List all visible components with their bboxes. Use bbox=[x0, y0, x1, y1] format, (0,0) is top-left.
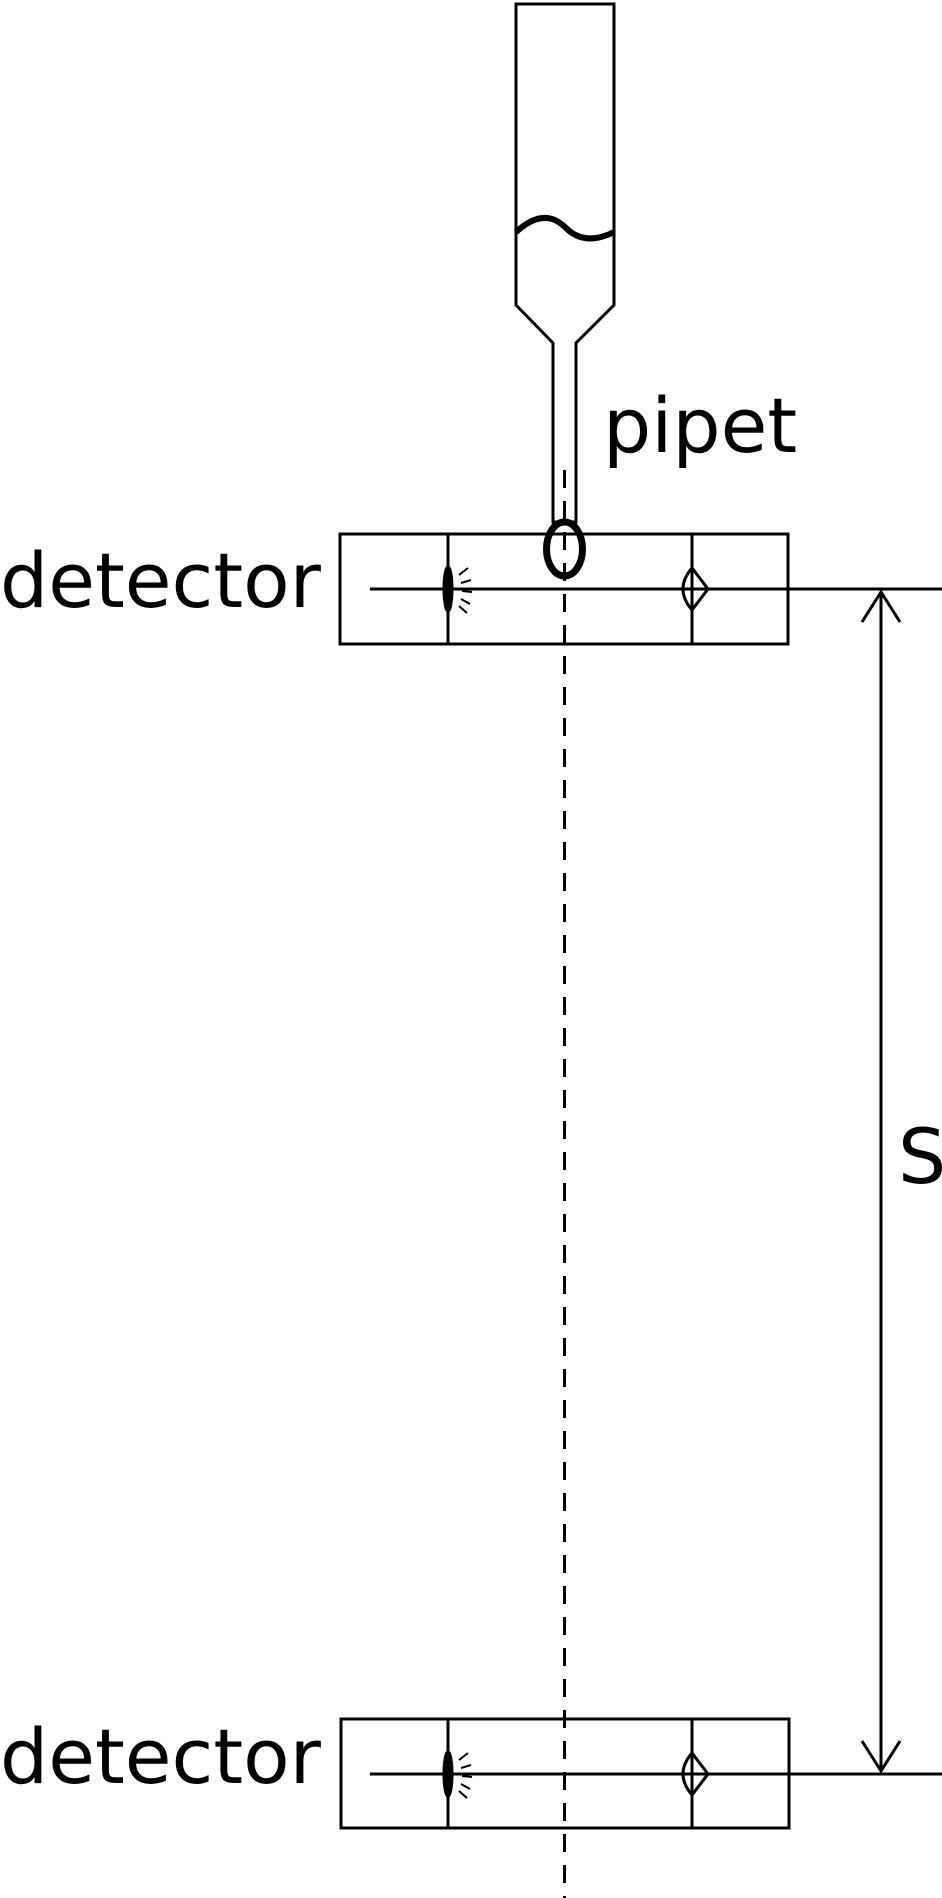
pipet-liquid-level bbox=[513, 214, 616, 242]
arrow-down-icon bbox=[860, 1740, 902, 1774]
photodetector-icon bbox=[681, 1750, 710, 1798]
detector-top bbox=[338, 532, 942, 646]
detector-bottom bbox=[339, 1717, 942, 1830]
detector-top-label: detector bbox=[0, 536, 322, 625]
light-rays-icon bbox=[458, 567, 473, 614]
detector-bottom-label: detector bbox=[0, 1712, 322, 1801]
light-rays-icon bbox=[458, 1752, 473, 1799]
pipet-label: pipet bbox=[603, 381, 797, 470]
arrow-up-icon bbox=[860, 589, 902, 623]
light-source-icon bbox=[442, 1750, 454, 1798]
distance-label: S bbox=[898, 1112, 942, 1201]
pipet-body bbox=[514, 2, 616, 524]
distance-dimension bbox=[860, 589, 902, 1774]
light-source-icon bbox=[442, 565, 454, 613]
photodetector-icon bbox=[681, 565, 710, 613]
pipet bbox=[513, 2, 616, 580]
